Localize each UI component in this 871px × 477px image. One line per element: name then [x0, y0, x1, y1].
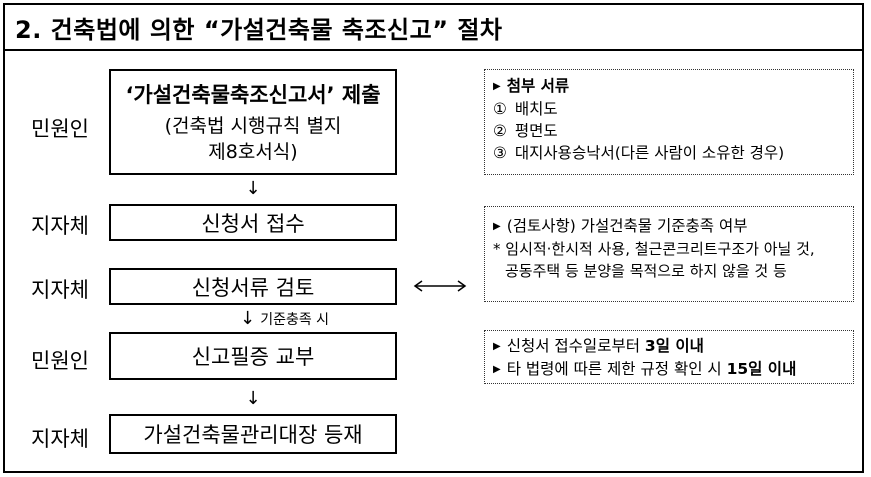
- diagram-frame: 2. 건축법에 의한 “가설건축물 축조신고” 절차: [3, 3, 864, 473]
- step-register-box: 가설건축물관리대장 등재: [109, 414, 397, 454]
- double-arrow-icon: [412, 278, 468, 298]
- deadline-line: ▶타 법령에 따른 제한 규정 확인 시 15일 이내: [493, 360, 797, 378]
- review-pass-arrow: ↓ 기준충족 시: [240, 308, 329, 329]
- step-receive-label: 신청서 접수: [201, 211, 305, 236]
- step-issue-label: 신고필증 교부: [191, 345, 315, 369]
- triangle-right-icon: ▶: [493, 221, 501, 232]
- step-submit-form-ref: (건축법 시행규칙 별지: [164, 115, 342, 137]
- review-criteria-detail: * 임시적·한시적 사용, 철근콘크리트구조가 아닐 것,: [493, 240, 815, 258]
- deadline-note: ▶신청서 접수일로부터 3일 이내 ▶타 법령에 따른 제한 규정 확인 시 1…: [484, 330, 854, 384]
- triangle-right-icon: ▶: [493, 341, 501, 352]
- down-arrow-icon: ↓: [245, 178, 261, 199]
- attachments-heading: ▶첨부 서류: [493, 77, 570, 95]
- review-pass-label: 기준충족 시: [260, 312, 330, 328]
- step-submit-form-ref: 제8호서식): [208, 141, 298, 163]
- review-criteria-heading: ▶(검토사항) 가설건축물 기준충족 여부: [493, 217, 748, 235]
- down-arrow-icon: ↓: [240, 308, 256, 329]
- step-submit-box: ‘가설건축물축조신고서’ 제출 (건축법 시행규칙 별지 제8호서식): [109, 69, 397, 175]
- deadline-line: ▶신청서 접수일로부터 3일 이내: [493, 337, 704, 355]
- actor-label: 지자체: [31, 427, 89, 451]
- actor-label: 지자체: [31, 278, 89, 302]
- diagram-title: 2. 건축법에 의한 “가설건축물 축조신고” 절차: [5, 5, 862, 51]
- step-issue-box: 신고필증 교부: [109, 332, 397, 380]
- triangle-right-icon: ▶: [493, 81, 501, 92]
- step-review-label: 신청서류 검토: [191, 275, 315, 300]
- step-submit-label: ‘가설건축물축조신고서’ 제출: [125, 83, 381, 107]
- actor-label: 지자체: [31, 214, 89, 238]
- step-register-label: 가설건축물관리대장 등재: [143, 423, 363, 447]
- actor-label: 민원인: [31, 117, 89, 141]
- review-criteria-note: ▶(검토사항) 가설건축물 기준충족 여부 * 임시적·한시적 사용, 철근콘크…: [484, 206, 854, 302]
- triangle-right-icon: ▶: [493, 364, 501, 375]
- step-review-box: 신청서류 검토: [109, 268, 397, 305]
- actor-label: 민원인: [31, 349, 89, 373]
- step-receive-box: 신청서 접수: [109, 204, 397, 241]
- review-criteria-detail: 공동주택 등 분양을 목적으로 하지 않을 것 등: [505, 262, 787, 280]
- down-arrow-icon: ↓: [245, 388, 261, 409]
